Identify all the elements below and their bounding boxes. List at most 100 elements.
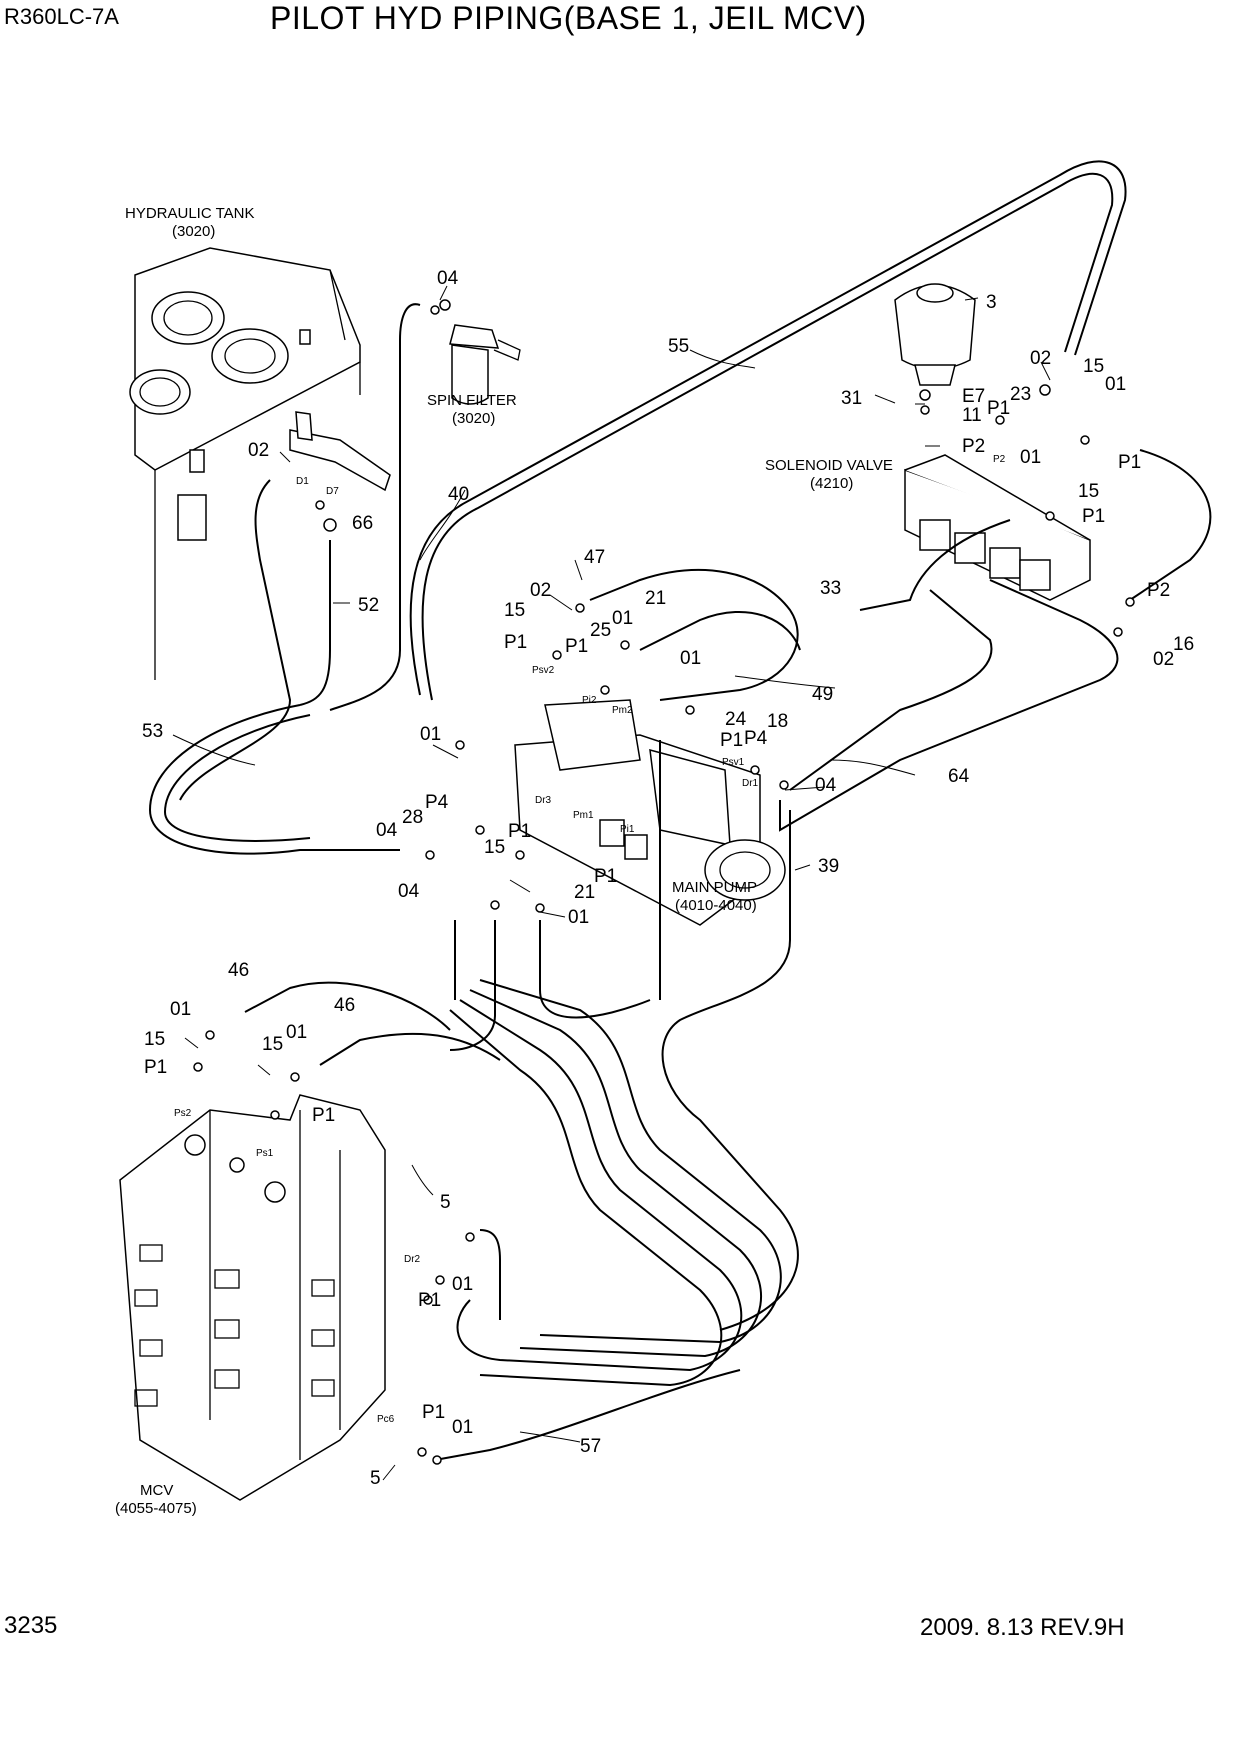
main-pump bbox=[514, 699, 786, 926]
callout-66: 66 bbox=[352, 513, 373, 534]
callout-p1: P1 bbox=[144, 1057, 167, 1078]
port-pm1: Pm1 bbox=[573, 810, 594, 821]
callout-5: 5 bbox=[440, 1192, 451, 1213]
callout-p1: P1 bbox=[1118, 452, 1141, 473]
callout-21: 21 bbox=[574, 882, 595, 903]
callout-5: 5 bbox=[370, 1468, 381, 1489]
port-ps1: Ps1 bbox=[256, 1148, 274, 1159]
hose-47 bbox=[589, 569, 799, 701]
hose-46b bbox=[319, 1032, 501, 1066]
callout-16: 16 bbox=[1173, 634, 1194, 655]
hydraulic-tank-ref: (3020) bbox=[172, 223, 215, 240]
callout-31: 31 bbox=[841, 388, 862, 409]
page-number: 3235 bbox=[4, 1612, 58, 1639]
main-pump-ref: (4010-4040) bbox=[675, 897, 757, 914]
hose-53b bbox=[163, 714, 311, 842]
callout-25: 25 bbox=[590, 620, 611, 641]
callout-15: 15 bbox=[144, 1029, 165, 1050]
port-psv2: Psv2 bbox=[532, 665, 555, 676]
hose-bundle-4 bbox=[449, 1009, 723, 1387]
callout-p1: P1 bbox=[565, 636, 588, 657]
port-dr3: Dr3 bbox=[535, 795, 552, 806]
hoses bbox=[148, 160, 1212, 1461]
hose-pump-2 bbox=[449, 920, 496, 1051]
mcv-ref: (4055-4075) bbox=[115, 1500, 197, 1517]
port-pi1: Pi1 bbox=[620, 824, 635, 835]
hose-bundle-3 bbox=[479, 979, 782, 1344]
port-p2: P2 bbox=[993, 454, 1006, 465]
callout-53: 53 bbox=[142, 721, 163, 742]
callout-p1: P1 bbox=[422, 1402, 445, 1423]
callout-02: 02 bbox=[248, 440, 269, 461]
solenoid-valve-label: SOLENOID VALVE bbox=[765, 457, 893, 474]
callout-39: 39 bbox=[818, 856, 839, 877]
callout-01: 01 bbox=[452, 1274, 473, 1295]
callout-p1: P1 bbox=[1082, 506, 1105, 527]
callout-3: 3 bbox=[986, 292, 997, 313]
callout-46: 46 bbox=[334, 995, 355, 1016]
hose-dr2 bbox=[479, 1229, 501, 1320]
revision-date: 2009. 8.13 REV.9H bbox=[920, 1614, 1125, 1641]
callout-p1: P1 bbox=[594, 866, 617, 887]
callout-15: 15 bbox=[504, 600, 525, 621]
hose-57 bbox=[434, 1369, 741, 1461]
callout-64: 64 bbox=[948, 766, 970, 787]
port-psv1: Psv1 bbox=[722, 757, 745, 768]
main-pump-label: MAIN PUMP bbox=[672, 879, 757, 896]
port-dr1: Dr1 bbox=[742, 778, 759, 789]
callout-04: 04 bbox=[815, 775, 837, 796]
callout-e7: E7 bbox=[962, 386, 985, 407]
hydraulic-tank bbox=[129, 247, 391, 680]
callout-02: 02 bbox=[1030, 348, 1051, 369]
callout-04: 04 bbox=[437, 268, 459, 289]
mcv-block bbox=[119, 1094, 386, 1501]
callout-46: 46 bbox=[228, 960, 249, 981]
callout-01: 01 bbox=[1020, 447, 1041, 468]
callout-01: 01 bbox=[612, 608, 633, 629]
accumulator bbox=[894, 283, 976, 386]
callout-p1: P1 bbox=[508, 821, 531, 842]
leader-lines bbox=[172, 285, 1051, 1481]
hose-55 bbox=[409, 160, 1127, 696]
callout-15: 15 bbox=[484, 837, 505, 858]
callout-02: 02 bbox=[1153, 649, 1174, 670]
callout-40: 40 bbox=[448, 484, 469, 505]
callout-11: 11 bbox=[962, 405, 982, 426]
callout-02: 02 bbox=[530, 580, 551, 601]
callout-01: 01 bbox=[420, 724, 441, 745]
callout-52: 52 bbox=[358, 595, 379, 616]
callout-p4: P4 bbox=[744, 728, 768, 749]
hose-52 bbox=[299, 540, 331, 706]
callout-p1: P1 bbox=[987, 398, 1010, 419]
spin-filter bbox=[449, 324, 521, 405]
hose-55b bbox=[421, 172, 1114, 701]
callout-01: 01 bbox=[170, 999, 191, 1020]
fittings bbox=[193, 299, 1135, 1465]
hose-53a bbox=[148, 704, 400, 855]
spin-filter-label: SPIN FILTER bbox=[427, 392, 517, 409]
callout-21: 21 bbox=[645, 588, 666, 609]
callout-p1: P1 bbox=[504, 632, 527, 653]
callout-01: 01 bbox=[568, 907, 589, 928]
callout-04: 04 bbox=[398, 881, 420, 902]
callout-49: 49 bbox=[812, 684, 833, 705]
hose-64 bbox=[779, 579, 1119, 832]
mcv-label: MCV bbox=[140, 1482, 173, 1499]
callout-23: 23 bbox=[1010, 384, 1031, 405]
callout-01: 01 bbox=[452, 1417, 473, 1438]
callout-28: 28 bbox=[402, 807, 423, 828]
callout-p1: P1 bbox=[312, 1105, 335, 1126]
hose-40 bbox=[329, 303, 421, 711]
callout-18: 18 bbox=[767, 711, 788, 732]
callout-01: 01 bbox=[680, 648, 701, 669]
port-pi2: Pi2 bbox=[582, 695, 597, 706]
callout-55: 55 bbox=[668, 336, 689, 357]
callout-p1: P1 bbox=[418, 1290, 441, 1311]
solenoid-valve-ref: (4210) bbox=[810, 475, 853, 492]
callout-15: 15 bbox=[262, 1034, 283, 1055]
hose-sol-right bbox=[1129, 449, 1212, 601]
hose-21 bbox=[639, 611, 801, 651]
hose-49 bbox=[789, 589, 993, 791]
callout-p2: P2 bbox=[1147, 580, 1170, 601]
port-ps2: Ps2 bbox=[174, 1108, 192, 1119]
